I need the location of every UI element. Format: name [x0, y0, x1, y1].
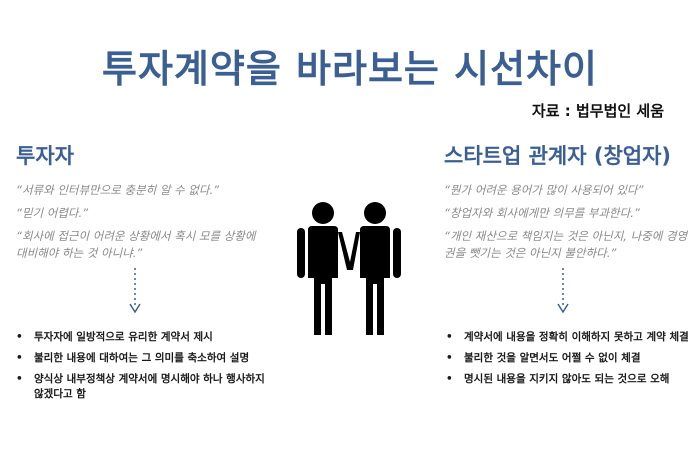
bullet-icon: •: [446, 352, 453, 364]
startup-heading: 스타트업 관계자 (창업자): [444, 144, 672, 168]
bullet-icon: •: [16, 331, 23, 343]
list-item-text: 불리한 것을 알면서도 어쩔 수 없이 체결: [464, 352, 641, 364]
bullet-icon: •: [446, 331, 453, 343]
bullet-icon: •: [446, 373, 453, 385]
startup-quotes: “뭔가 어려운 용어가 많이 사용되어 있다” “창업자와 회사에게만 의무를 …: [444, 182, 694, 268]
list-item: • 명시된 내용을 지키지 않아도 되는 것으로 오해: [442, 372, 697, 387]
quote: “창업자와 회사에게만 의무를 부과한다.”: [444, 206, 640, 220]
two-people-icon: [297, 202, 401, 335]
list-item: • 투자자에 일방적으로 유리한 계약서 제시: [12, 330, 277, 345]
list-item-text: 명시된 내용을 지키지 않아도 되는 것으로 오해: [464, 373, 670, 385]
quote: “뭔가 어려운 용어가 많이 사용되어 있다”: [444, 183, 644, 197]
list-item-text: 불리한 내용에 대하여는 그 의미를 축소하여 설명: [34, 352, 250, 364]
investor-heading: 투자자: [16, 144, 74, 168]
quote: “믿기 어렵다.”: [16, 206, 89, 220]
page-title: 투자계약을 바라보는 시선차이: [102, 47, 598, 91]
investor-bullet-list: • 투자자에 일방적으로 유리한 계약서 제시 • 불리한 내용에 대하여는 그 의…: [12, 330, 277, 408]
quote: “회사에 접근이 어려운 상황에서 혹시 모를 상황에 대비해야 하는 것 아니…: [16, 229, 256, 260]
list-item: • 계약서에 내용을 정확히 이해하지 못하고 계약 체결: [442, 330, 697, 345]
dotted-arrow-down-icon: [129, 268, 141, 314]
bullet-icon: •: [16, 352, 23, 364]
list-item: • 불리한 것을 알면서도 어쩔 수 없이 체결: [442, 351, 697, 366]
quote: “개인 재산으로 책임지는 것은 아닌지, 나중에 경영권을 뺏기는 것은 아닌…: [444, 229, 688, 260]
investor-quotes: “서류와 인터뷰만으로 충분히 알 수 없다.” “믿기 어렵다.” “회사에 …: [16, 182, 266, 268]
startup-bullet-list: • 계약서에 내용을 정확히 이해하지 못하고 계약 체결 • 불리한 것을 알면서…: [442, 330, 697, 393]
source-credit: 자료 : 법무법인 세움: [531, 102, 664, 120]
list-item-text: 양식상 내부정책상 계약서에 명시해야 하나 행사하지 않겠다고 함: [34, 373, 265, 400]
bullet-icon: •: [16, 373, 23, 385]
list-item: • 불리한 내용에 대하여는 그 의미를 축소하여 설명: [12, 351, 277, 366]
dotted-arrow-down-icon: [557, 268, 569, 314]
quote: “서류와 인터뷰만으로 충분히 알 수 없다.”: [16, 183, 220, 197]
list-item: • 양식상 내부정책상 계약서에 명시해야 하나 행사하지 않겠다고 함: [12, 372, 277, 402]
list-item-text: 계약서에 내용을 정확히 이해하지 못하고 계약 체결: [464, 331, 689, 343]
list-item-text: 투자자에 일방적으로 유리한 계약서 제시: [34, 331, 213, 343]
